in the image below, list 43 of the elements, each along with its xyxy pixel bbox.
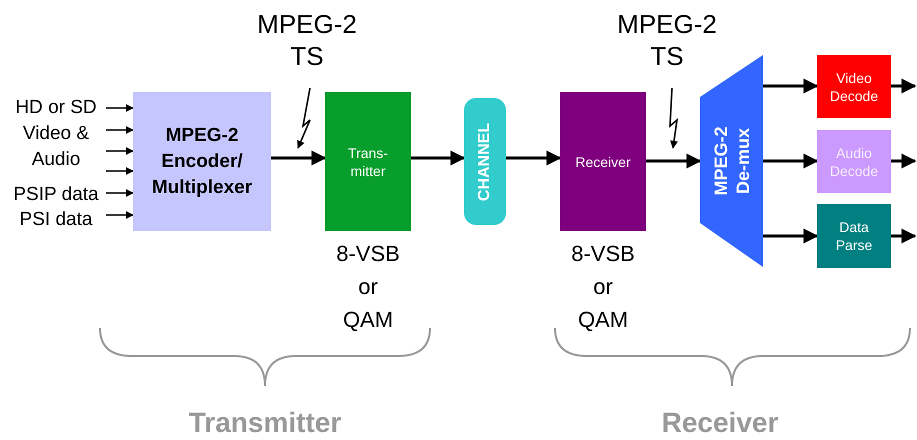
box-label: Receiver — [575, 152, 631, 170]
modulation-label: 8-VSB or QAM — [570, 240, 636, 334]
input-label: PSIP data — [6, 182, 106, 206]
demux-trapezoid — [700, 55, 763, 267]
arrow — [106, 147, 134, 155]
arrow — [763, 228, 818, 244]
arrow — [271, 150, 326, 166]
arrow — [411, 150, 466, 166]
box-label: Trans- mitter — [347, 144, 389, 180]
box-label: Audio Decode — [828, 144, 880, 180]
input-label: PSI data — [6, 207, 106, 231]
section-label: Transmitter — [188, 406, 342, 440]
arrow — [891, 228, 916, 244]
input-label: HD or SD Video & Audio — [6, 95, 106, 175]
box-label: MPEG-2 De-mux — [710, 126, 754, 198]
arrow — [106, 126, 134, 134]
arrow — [106, 211, 134, 219]
section-label: Receiver — [660, 406, 780, 440]
arrow — [763, 154, 818, 168]
arrow — [106, 167, 134, 175]
arrow — [506, 150, 562, 166]
decoder-box — [817, 130, 891, 193]
decoder-box — [817, 55, 891, 118]
arrow — [763, 78, 818, 94]
parser-box — [817, 204, 891, 268]
box-label: MPEG-2 Encoder/ Multiplexer — [150, 124, 254, 200]
stream-label: MPEG-2 TS — [252, 8, 362, 88]
arrow — [106, 104, 134, 112]
lightning-arrow — [669, 88, 678, 149]
arrow — [891, 154, 916, 168]
channel-pill — [464, 98, 506, 225]
box-label: Video Decode — [828, 68, 880, 104]
modulation-label: 8-VSB or QAM — [335, 240, 401, 334]
box-label: Data Parse — [834, 218, 874, 254]
box-label: CHANNEL — [475, 122, 494, 201]
stream-label: MPEG-2 TS — [612, 8, 722, 88]
transmitter-box — [325, 92, 411, 231]
arrow — [646, 154, 702, 168]
receiver-box — [560, 92, 646, 231]
lightning-arrow — [297, 88, 311, 149]
arrow — [106, 189, 134, 197]
arrow — [891, 78, 916, 94]
encoder-box — [133, 92, 271, 231]
